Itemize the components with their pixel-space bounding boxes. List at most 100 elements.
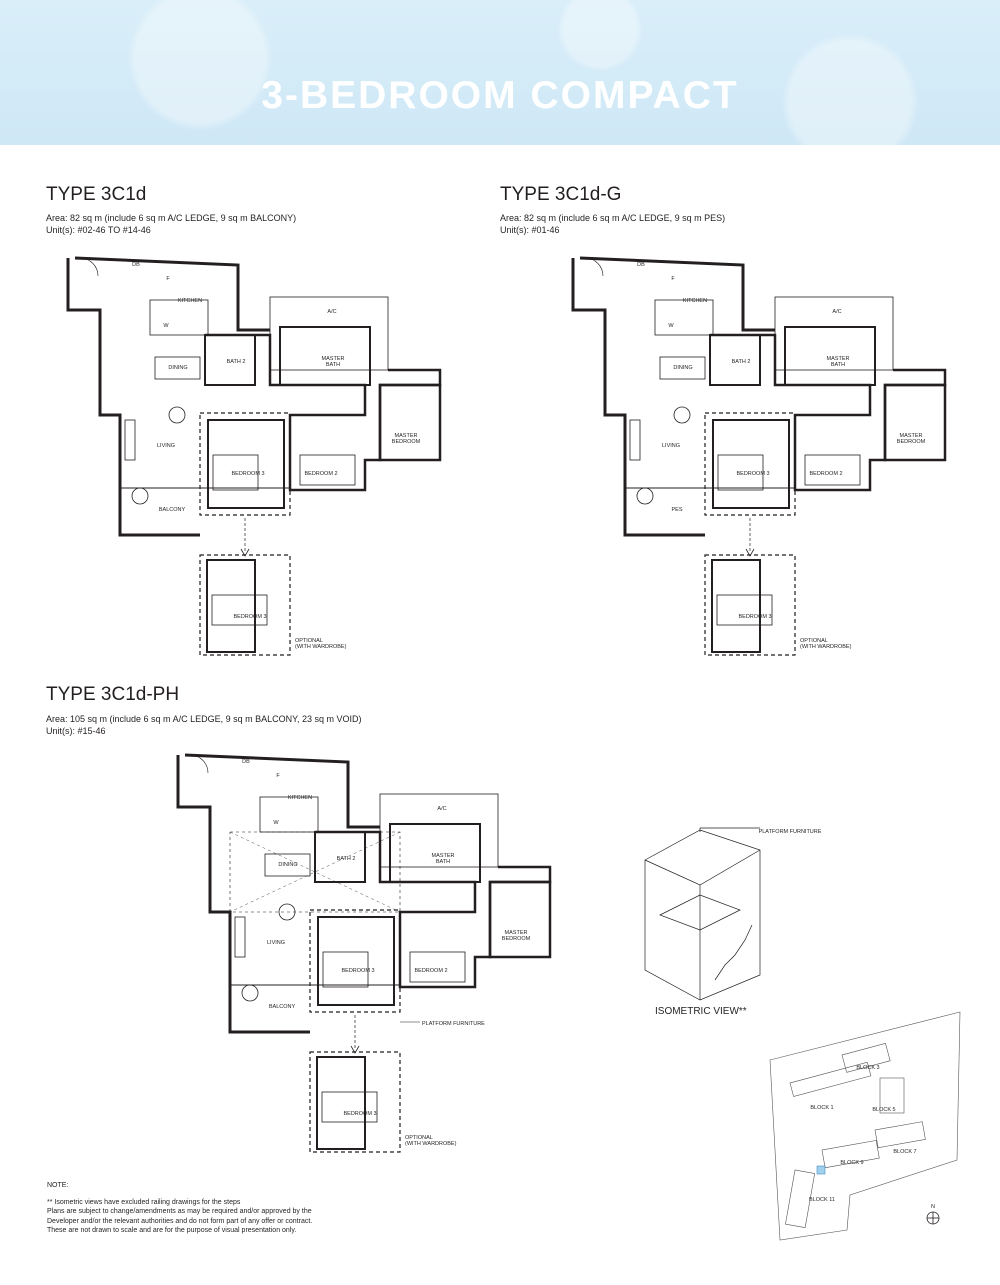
- bed-icon: [299, 454, 356, 486]
- bedroom3-label: BEDROOM 3: [341, 968, 375, 974]
- block-footprint: [789, 1061, 872, 1097]
- void-diagonal: [229, 831, 401, 913]
- optional-bedroom3-wall: [206, 559, 256, 653]
- bed-icon: [322, 951, 369, 988]
- lamp-icon: [168, 406, 186, 424]
- master-bath-label: MASTER BATH: [321, 356, 345, 368]
- plan-units: Unit(s): #15-46: [46, 726, 106, 736]
- unit-highlight: [816, 1165, 826, 1175]
- washer-label: W: [273, 820, 279, 826]
- isometric-outline: [644, 829, 761, 1001]
- block-9-label: BLOCK 9: [840, 1160, 864, 1166]
- plan-units: Unit(s): #01-46: [500, 225, 560, 235]
- bath2-label: BATH 2: [226, 359, 246, 365]
- outdoor-label: PES: [671, 507, 683, 513]
- stair-shape: [714, 924, 753, 981]
- isometric-edge: [644, 849, 761, 886]
- master-bedroom-wall: [883, 383, 947, 462]
- arrow-head-icon: [745, 548, 755, 557]
- bath2-wall: [204, 334, 256, 386]
- bed-icon: [409, 951, 466, 983]
- kitchen-label: KITCHEN: [682, 298, 708, 304]
- sofa-icon: [234, 916, 246, 958]
- plan-title-3c1d: TYPE 3C1d: [46, 184, 147, 205]
- note-heading: NOTE:: [47, 1182, 69, 1189]
- outer-wall: [184, 753, 380, 829]
- block-footprint: [874, 1121, 926, 1149]
- ac-ledge-label: A/C: [832, 309, 842, 315]
- plan-meta-3c1d-ph: Area: 105 sq m (include 6 sq m A/C LEDGE…: [46, 713, 361, 737]
- optional-label: OPTIONAL (WITH WARDROBE): [800, 638, 852, 650]
- site-boundary: [769, 1011, 961, 1241]
- header-banner: 3-BEDROOM COMPACT: [0, 0, 1000, 145]
- plan-area: Area: 105 sq m (include 6 sq m A/C LEDGE…: [46, 714, 362, 724]
- outer-wall: [74, 256, 270, 332]
- master-bedroom-label: MASTER BEDROOM: [501, 930, 531, 942]
- isometric-view: [644, 827, 761, 1001]
- master-bath-label: MASTER BATH: [431, 853, 455, 865]
- ac-ledge: [379, 793, 499, 868]
- lamp-icon: [673, 406, 691, 424]
- isometric-view-label: ISOMETRIC VIEW**: [655, 1006, 747, 1017]
- bed-icon: [717, 454, 764, 491]
- site-plan: [769, 1011, 961, 1241]
- living-label: LIVING: [156, 443, 176, 449]
- bed-icon: [212, 454, 259, 491]
- bed-icon: [321, 1091, 378, 1123]
- door-swing-icon: [584, 257, 604, 277]
- chair-icon: [131, 487, 149, 505]
- kitchen-counter: [149, 299, 209, 336]
- platform-shape: [659, 894, 741, 931]
- note-line: Developer and/or the relevant authoritie…: [47, 1217, 313, 1225]
- master-bedroom-wall: [488, 880, 552, 959]
- note-line: ** Isometric views have excluded railing…: [47, 1198, 241, 1206]
- bedroom2-label: BEDROOM 2: [304, 471, 338, 477]
- kitchen-label: KITCHEN: [287, 795, 313, 801]
- floor-plan-1: [571, 256, 947, 656]
- platform-furniture-label: PLATFORM FURNITURE: [422, 1021, 485, 1027]
- block-1-label: BLOCK 1: [810, 1105, 834, 1111]
- notes: NOTE: ** Isometric views have excluded r…: [47, 1181, 312, 1236]
- kitchen-counter: [654, 299, 714, 336]
- note-line: These are not drawn to scale and are for…: [47, 1227, 297, 1234]
- master-bedroom-wall: [378, 383, 442, 462]
- master-bedroom-label: MASTER BEDROOM: [391, 433, 421, 445]
- outer-wall: [176, 755, 310, 1034]
- header-pattern: [0, 0, 1000, 145]
- master-bedroom-label: MASTER BEDROOM: [896, 433, 926, 445]
- bedroom2-label: BEDROOM 2: [414, 968, 448, 974]
- dining-label: DINING: [278, 862, 298, 868]
- ac-ledge: [774, 296, 894, 371]
- dining-label: DINING: [673, 365, 693, 371]
- optional-label: OPTIONAL (WITH WARDROBE): [405, 1135, 457, 1147]
- db-label: DB: [132, 262, 140, 268]
- bath2-wall: [709, 334, 761, 386]
- bath2-label: BATH 2: [336, 856, 356, 862]
- block-footprint: [785, 1169, 816, 1228]
- note-line: Plans are subject to change/amendments a…: [47, 1208, 312, 1215]
- chair-icon: [241, 984, 259, 1002]
- page-title: 3-BEDROOM COMPACT: [261, 74, 739, 117]
- living-label: LIVING: [266, 940, 286, 946]
- plan-area: Area: 82 sq m (include 6 sq m A/C LEDGE,…: [46, 213, 297, 223]
- optional-bedroom3-wall: [316, 1056, 366, 1150]
- plan-area: Area: 82 sq m (include 6 sq m A/C LEDGE,…: [500, 213, 726, 223]
- bed-icon: [716, 594, 773, 626]
- outer-wall: [66, 258, 200, 537]
- master-bath-label: MASTER BATH: [826, 356, 850, 368]
- arrow-head-icon: [240, 548, 250, 557]
- block-7-label: BLOCK 7: [893, 1149, 917, 1155]
- ac-ledge: [269, 296, 389, 371]
- db-label: DB: [637, 262, 645, 268]
- dining-table-icon: [659, 356, 706, 380]
- bedroom3-label: BEDROOM 3: [736, 471, 770, 477]
- north-label: N: [931, 1204, 935, 1210]
- bath2-label: BATH 2: [731, 359, 751, 365]
- sofa-icon: [629, 419, 641, 461]
- bedroom3-dashed: [309, 909, 401, 1013]
- optional-bedroom3-label: BEDROOM 3: [738, 614, 772, 620]
- optional-bedroom3-label: BEDROOM 3: [343, 1111, 377, 1117]
- chair-icon: [636, 487, 654, 505]
- living-label: LIVING: [661, 443, 681, 449]
- fridge-label: F: [671, 276, 675, 282]
